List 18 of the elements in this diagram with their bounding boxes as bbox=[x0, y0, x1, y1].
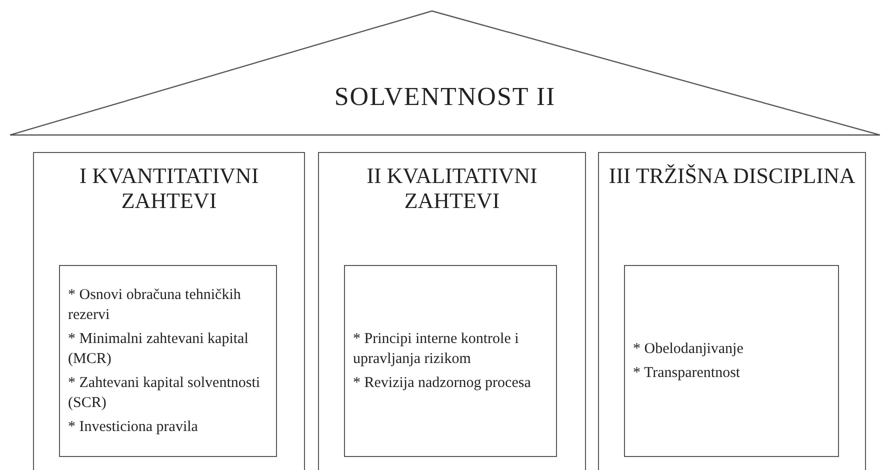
pillar-heading: I KVANTITATIVNI ZAHTEVI bbox=[78, 163, 260, 213]
bullet-item: * Revizija nadzornog procesa bbox=[353, 374, 532, 393]
pillar-panel bbox=[318, 152, 586, 470]
requirements-box bbox=[344, 265, 557, 457]
bullet-item: * Investiciona pravila bbox=[68, 418, 199, 437]
bullet-item: * Minimalni zahtevani kapital (MCR) bbox=[68, 330, 250, 369]
bullet-item: * Obelodanjivanje bbox=[633, 340, 744, 359]
requirements-box bbox=[59, 265, 277, 457]
bullet-item: * Zahtevani kapital solventnosti (SCR) bbox=[68, 374, 262, 413]
pillar-panel bbox=[598, 152, 866, 470]
pillar-heading: II KVALITATIVNI ZAHTEVI bbox=[366, 163, 538, 213]
roof-title: SOLVENTNOST II bbox=[333, 82, 557, 112]
pillar-panel bbox=[33, 152, 305, 470]
requirements-box bbox=[624, 265, 839, 457]
bullet-item: * Principi interne kontrole i upravljanja rizikom bbox=[353, 330, 520, 369]
bullet-item: * Transparentnost bbox=[633, 364, 742, 383]
pillar-heading: III TRŽIŠNA DISCIPLINA bbox=[608, 163, 856, 188]
bullet-item: * Osnovi obračuna tehničkih rezervi bbox=[68, 286, 242, 325]
